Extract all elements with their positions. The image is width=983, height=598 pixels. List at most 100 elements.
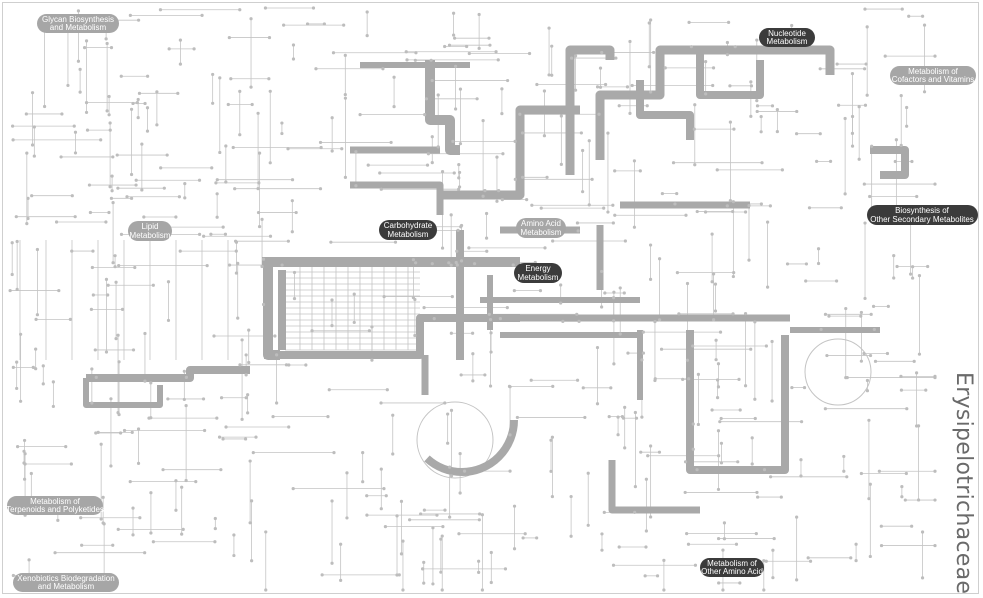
compound-node <box>314 67 317 70</box>
label-terpenoids: Metabolism of Terpenoids and Polyketides <box>6 496 104 515</box>
compound-node <box>771 549 774 552</box>
compound-node <box>482 119 485 122</box>
compound-node <box>214 527 217 530</box>
compound-node <box>790 386 793 389</box>
compound-node <box>220 396 223 399</box>
compound-node <box>451 295 454 298</box>
compound-node <box>55 220 58 223</box>
compound-node <box>872 305 875 308</box>
compound-node <box>628 112 631 115</box>
compound-node <box>631 84 634 87</box>
compound-node <box>166 397 169 400</box>
compound-node <box>109 185 112 188</box>
compound-node <box>495 156 498 159</box>
compound-node <box>543 134 546 137</box>
compound-node <box>452 12 455 15</box>
compound-node <box>664 66 667 69</box>
compound-node <box>23 478 26 481</box>
compound-node <box>596 346 599 349</box>
compound-node <box>560 163 563 166</box>
compound-node <box>837 104 840 107</box>
compound-node <box>900 144 903 147</box>
compound-node <box>216 178 219 181</box>
compound-node <box>874 360 877 363</box>
compound-node <box>649 243 652 246</box>
compound-node <box>345 471 348 474</box>
compound-node <box>800 420 803 423</box>
compound-node <box>732 200 735 203</box>
compound-node <box>52 405 55 408</box>
compound-node <box>501 198 504 201</box>
compound-node <box>716 168 719 171</box>
highlighted-pathway-layer <box>86 50 905 510</box>
compound-node <box>621 415 624 418</box>
compound-node <box>425 97 428 100</box>
compound-node <box>380 188 383 191</box>
compound-node <box>648 65 651 68</box>
compound-node <box>235 271 238 274</box>
compound-node <box>60 112 63 115</box>
compound-node <box>202 397 205 400</box>
compound-node <box>868 195 871 198</box>
compound-node <box>194 480 197 483</box>
compound-node <box>769 475 772 478</box>
compound-node <box>842 455 845 458</box>
compound-node <box>414 51 417 54</box>
compound-node <box>662 559 665 562</box>
compound-node <box>235 241 238 244</box>
compound-node <box>478 47 481 50</box>
compound-node <box>395 573 398 576</box>
compound-node <box>545 176 548 179</box>
compound-node <box>31 143 34 146</box>
compound-node <box>720 417 723 420</box>
compound-node <box>401 588 404 591</box>
compound-node <box>304 363 307 366</box>
compound-node <box>137 116 140 119</box>
compound-node <box>770 340 773 343</box>
label-lipid: Lipid Metabolism <box>128 221 172 241</box>
compound-node <box>866 25 869 28</box>
compound-node <box>756 104 759 107</box>
cofactor-right <box>870 150 905 175</box>
compound-node <box>687 543 690 546</box>
compound-node <box>583 416 586 419</box>
compound-node <box>849 556 852 559</box>
compound-node <box>441 534 444 537</box>
compound-node <box>895 138 898 141</box>
compound-node <box>97 431 100 434</box>
compound-node <box>684 214 687 217</box>
compound-node <box>353 293 356 296</box>
compound-node <box>633 226 636 229</box>
compound-node <box>437 93 440 96</box>
compound-node <box>859 315 862 318</box>
compound-node <box>267 77 270 80</box>
compound-node <box>458 171 461 174</box>
compound-node <box>690 45 693 48</box>
compound-node <box>513 289 516 292</box>
compound-node <box>391 452 394 455</box>
compound-node <box>450 409 453 412</box>
compound-node <box>597 113 600 116</box>
compound-node <box>216 216 219 219</box>
compound-node <box>423 113 426 116</box>
compound-node <box>27 558 30 561</box>
compound-node <box>257 181 260 184</box>
compound-node <box>842 470 845 473</box>
compound-node <box>291 199 294 202</box>
compound-node <box>497 189 500 192</box>
compound-node <box>766 220 769 223</box>
compound-node <box>450 213 453 216</box>
compound-node <box>57 289 60 292</box>
compound-node <box>319 141 322 144</box>
compound-node <box>845 475 848 478</box>
compound-node <box>809 560 812 563</box>
compound-node <box>530 379 533 382</box>
compound-node <box>43 105 46 108</box>
compound-node <box>344 176 347 179</box>
compound-node <box>907 15 910 18</box>
compound-node <box>911 265 914 268</box>
compound-node <box>111 155 114 158</box>
compound-node <box>143 332 146 335</box>
compound-node <box>245 396 248 399</box>
compound-node <box>886 352 889 355</box>
